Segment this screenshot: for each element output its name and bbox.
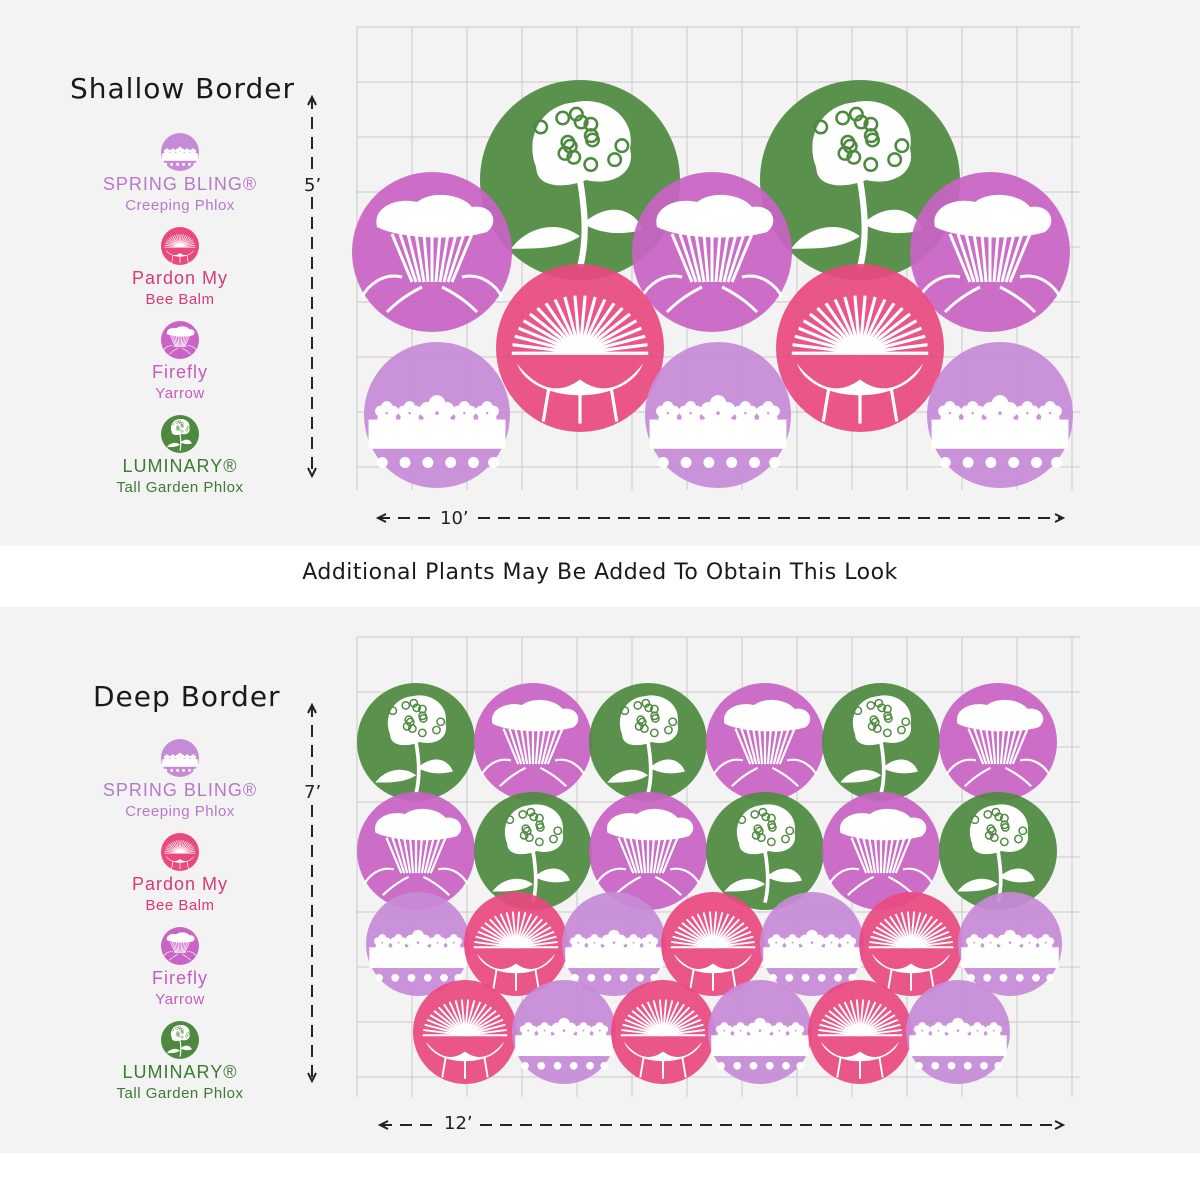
legend-subtitle: Bee Balm: [145, 897, 215, 914]
tall-phlox-icon: [160, 1020, 200, 1060]
creeping-phlox-icon: [160, 132, 200, 172]
firefly-plant: [939, 683, 1057, 801]
legend-name: SPRING BLING®: [102, 780, 258, 800]
legend-subtitle: Bee Balm: [145, 291, 215, 308]
spring-plant: [161, 739, 199, 777]
luminary-plant: [357, 683, 475, 801]
legend-name: Pardon My: [131, 874, 229, 894]
yarrow-icon: [160, 320, 200, 360]
luminary-plant: [706, 792, 824, 910]
spring-plant: [645, 342, 791, 488]
luminary-plant: [161, 415, 199, 453]
firefly-plant: [161, 927, 199, 965]
height-dimension-arrow: [307, 702, 317, 1084]
pardon-plant: [161, 227, 199, 265]
pardon-plant: [661, 892, 765, 996]
pardon-plant: [776, 264, 944, 432]
luminary-plant: [760, 80, 960, 280]
spring-plant: [958, 892, 1062, 996]
legend-subtitle: Creeping Phlox: [125, 197, 235, 214]
legend-name: Pardon My: [131, 268, 229, 288]
firefly-plant: [357, 792, 475, 910]
firefly-plant: [632, 172, 792, 332]
deep-width-label: 12’: [440, 1113, 477, 1134]
shallow-border-panel: Shallow Border SPRING BLING® Creeping Phl…: [0, 0, 1200, 546]
luminary-plant: [939, 792, 1057, 910]
legend-subtitle: Yarrow: [155, 385, 205, 402]
legend-name: LUMINARY®: [122, 1062, 238, 1082]
spring-plant: [364, 342, 510, 488]
divider-note: Additional Plants May Be Added To Obtain…: [302, 560, 898, 585]
pardon-plant: [464, 892, 568, 996]
shallow-border-title: Shallow Border: [70, 72, 296, 105]
spring-plant: [708, 980, 812, 1084]
firefly-plant: [910, 172, 1070, 332]
legend-name: SPRING BLING®: [102, 174, 258, 194]
legend-subtitle: Tall Garden Phlox: [116, 479, 244, 496]
width-dimension-arrow: [377, 1120, 1066, 1130]
deep-border-diagram: [307, 636, 1080, 1130]
shallow-width-label: 10’: [436, 508, 473, 529]
firefly-plant: [474, 683, 592, 801]
spring-plant: [366, 892, 470, 996]
luminary-plant: [161, 1021, 199, 1059]
pardon-plant: [611, 980, 715, 1084]
shallow-border-diagram: [307, 26, 1080, 523]
pardon-plant: [859, 892, 963, 996]
yarrow-icon: [160, 926, 200, 966]
tall-phlox-icon: [160, 414, 200, 454]
firefly-plant: [161, 321, 199, 359]
luminary-plant: [589, 683, 707, 801]
firefly-plant: [589, 792, 707, 910]
luminary-plant: [474, 792, 592, 910]
spring-plant: [906, 980, 1010, 1084]
spring-plant: [512, 980, 616, 1084]
legend-name: Firefly: [152, 362, 208, 382]
height-dimension-arrow: [307, 94, 317, 479]
luminary-plant: [822, 683, 940, 801]
deep-border-title: Deep Border: [93, 680, 281, 713]
bee-balm-icon: [160, 226, 200, 266]
luminary-plant: [480, 80, 680, 280]
bee-balm-icon: [160, 832, 200, 872]
spring-plant: [562, 892, 666, 996]
firefly-plant: [706, 683, 824, 801]
shallow-height-label: 5’: [300, 175, 326, 196]
spring-plant: [927, 342, 1073, 488]
creeping-phlox-icon: [160, 738, 200, 778]
legend-subtitle: Tall Garden Phlox: [116, 1085, 244, 1102]
pardon-plant: [413, 980, 517, 1084]
firefly-plant: [352, 172, 512, 332]
pardon-plant: [161, 833, 199, 871]
pardon-plant: [496, 264, 664, 432]
legend-name: Firefly: [152, 968, 208, 988]
legend-subtitle: Yarrow: [155, 991, 205, 1008]
firefly-plant: [822, 792, 940, 910]
width-dimension-arrow: [375, 513, 1066, 523]
legend-subtitle: Creeping Phlox: [125, 803, 235, 820]
pardon-plant: [808, 980, 912, 1084]
spring-plant: [161, 133, 199, 171]
spring-plant: [760, 892, 864, 996]
deep-height-label: 7’: [300, 782, 326, 803]
legend-name: LUMINARY®: [122, 456, 238, 476]
